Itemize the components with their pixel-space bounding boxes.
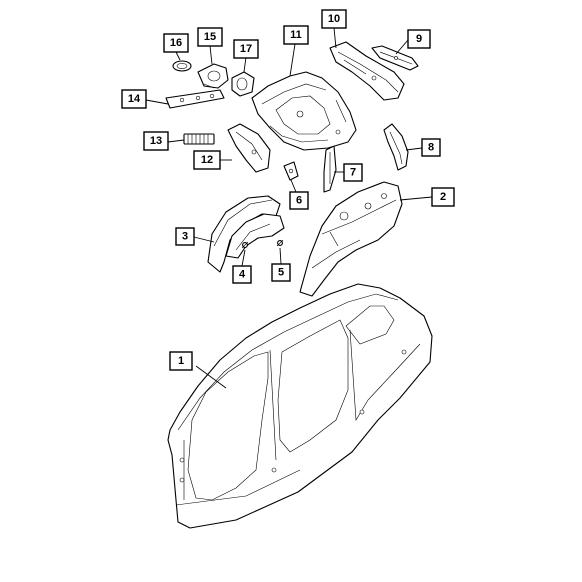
fuel-filler-housing-drawing: [197, 63, 229, 89]
callout-label-1: 1: [178, 355, 184, 367]
callout-label-13: 13: [150, 135, 162, 147]
callout-16[interactable]: 16: [163, 33, 189, 53]
leader-16: [175, 51, 181, 61]
leader-3: [193, 236, 215, 243]
push-pin-fastener-5-drawing: [276, 239, 284, 247]
callout-2[interactable]: 2: [431, 187, 455, 207]
fuel-door-housing-drawing: [231, 71, 255, 97]
callout-9[interactable]: 9: [407, 29, 431, 49]
callout-label-16: 16: [170, 37, 182, 49]
push-pin-fastener-4-drawing: [241, 241, 249, 249]
callout-8[interactable]: 8: [421, 138, 441, 157]
callout-5[interactable]: 5: [271, 263, 291, 282]
small-bracket-drawing: [283, 161, 299, 181]
callout-label-3: 3: [182, 231, 188, 243]
callout-1[interactable]: 1: [169, 351, 193, 371]
callout-12[interactable]: 12: [193, 150, 221, 170]
leader-17: [243, 56, 247, 73]
callout-17[interactable]: 17: [233, 39, 259, 59]
callout-15[interactable]: 15: [197, 27, 223, 47]
leader-11: [289, 43, 296, 77]
callout-label-7: 7: [350, 167, 356, 179]
roof-rail-extension-drawing: [371, 45, 419, 71]
trim-clip-bracket-drawing: [183, 133, 215, 145]
callout-7[interactable]: 7: [343, 163, 363, 182]
leader-14: [145, 99, 169, 105]
callout-label-2: 2: [440, 191, 446, 203]
leader-9: [395, 39, 409, 55]
callout-label-15: 15: [204, 31, 216, 43]
callout-4[interactable]: 4: [232, 265, 252, 284]
leader-2: [399, 196, 433, 201]
callout-13[interactable]: 13: [143, 131, 169, 151]
callout-label-5: 5: [278, 267, 284, 279]
callout-label-4: 4: [239, 269, 246, 281]
callout-label-9: 9: [416, 33, 422, 45]
leader-5: [279, 247, 282, 265]
callout-label-8: 8: [428, 142, 434, 154]
reinforcement-strip-drawing: [323, 145, 337, 193]
callout-label-14: 14: [128, 93, 141, 105]
rear-quarter-inner-assembly-drawing: [251, 71, 357, 151]
leader-10: [333, 27, 337, 49]
callout-label-12: 12: [201, 154, 213, 166]
callout-10[interactable]: 10: [321, 9, 347, 29]
reinforcement-bracket-drawing: [165, 89, 225, 109]
callout-14[interactable]: 14: [121, 89, 147, 109]
callout-label-11: 11: [290, 29, 302, 41]
quarter-inner-panel-drawing: [299, 181, 403, 297]
callout-label-6: 6: [296, 195, 302, 207]
callout-3[interactable]: 3: [175, 227, 195, 246]
leader-1: [195, 365, 227, 389]
callout-11[interactable]: 11: [283, 25, 309, 45]
callout-6[interactable]: 6: [289, 191, 309, 210]
wheelhouse-liner-drawing: [207, 195, 285, 273]
leader-15: [209, 45, 213, 65]
rear-rail-bracket-drawing: [329, 41, 405, 101]
callout-label-10: 10: [328, 13, 340, 25]
leader-lines: [145, 27, 433, 389]
leader-13: [167, 139, 185, 143]
leader-6: [290, 179, 297, 193]
body-side-aperture-panel-drawing: [167, 283, 433, 529]
leader-4: [241, 249, 246, 267]
leader-8: [405, 147, 423, 151]
d-pillar-reinforcement-drawing: [383, 123, 409, 171]
grommet-ring-drawing: [172, 60, 192, 72]
c-pillar-extension-drawing: [227, 123, 271, 173]
callout-label-17: 17: [240, 43, 252, 55]
